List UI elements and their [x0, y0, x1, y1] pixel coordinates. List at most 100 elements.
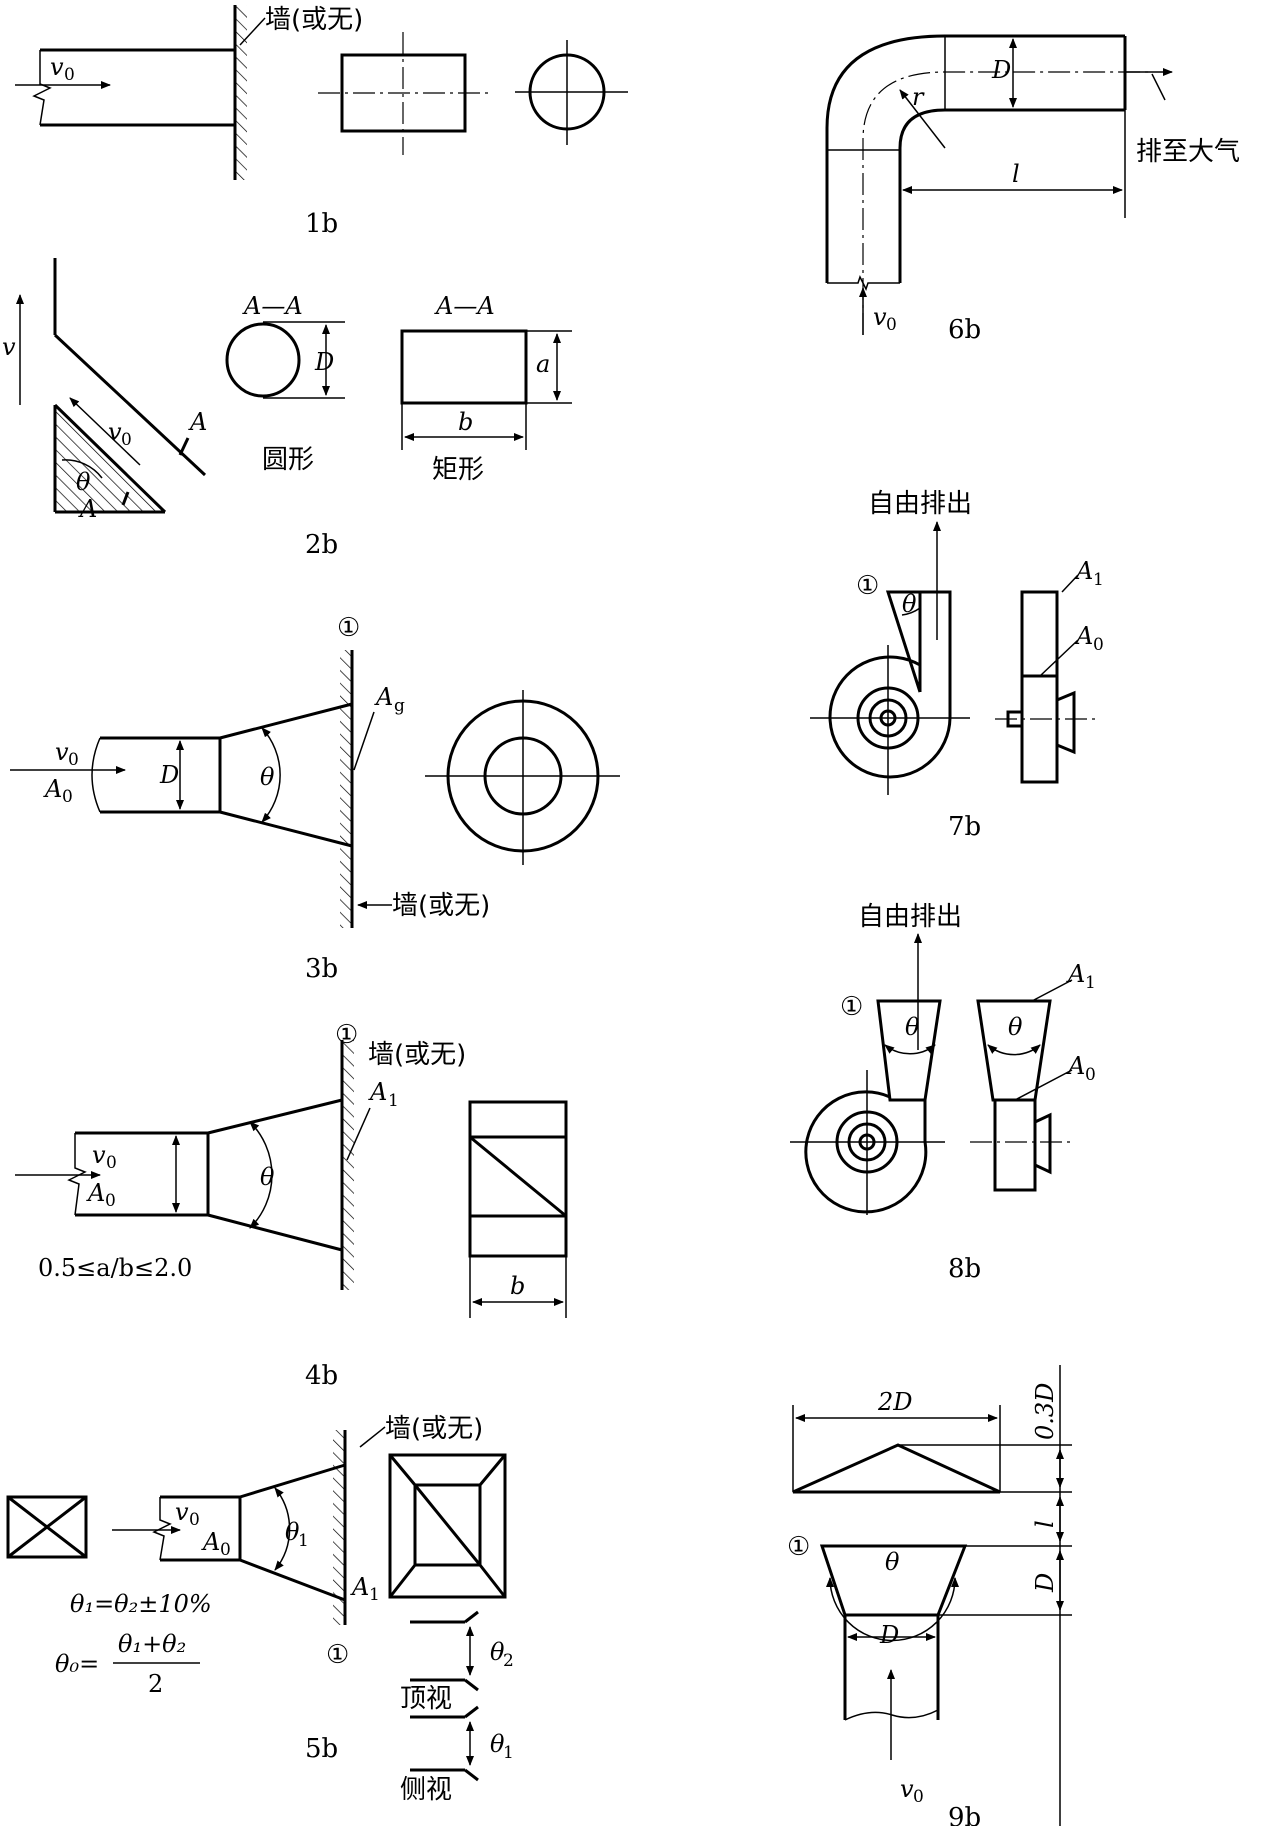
fig2b-round-label: 圆形 — [262, 445, 314, 475]
fig5b-v0-sub: 0 — [189, 1510, 200, 1530]
fig-4b: θ v 0 A 0 ① 墙(或无) A 1 0.5≤a/b≤2.0 b 4b — [15, 1020, 568, 1391]
fig7b-A1: A — [1074, 557, 1093, 585]
caption-7b: 7b — [948, 812, 981, 842]
fig5b-theta1: θ — [285, 1518, 300, 1546]
fig5b-A0: A — [201, 1528, 220, 1556]
fig9b-l: l — [1031, 1520, 1059, 1528]
fig5b-theta2: θ — [490, 1638, 505, 1666]
fig7b-free-exhaust-label: 自由排出 — [868, 489, 972, 519]
fig3b-Ag-sub: g — [394, 696, 405, 716]
fig3b-v0-sub: 0 — [68, 750, 79, 770]
fig9b-D-width: D — [879, 1621, 899, 1649]
fig3b-Ag: A — [374, 683, 393, 711]
caption-4b: 4b — [305, 1361, 338, 1391]
fig9b-point-1: ① — [787, 1532, 810, 1562]
fig2b-section-mark-a: A — [188, 408, 207, 436]
fig2b-theta: θ — [76, 468, 91, 496]
fig-8b: 自由排出 θ ① θ A 1 A 0 8b — [790, 902, 1096, 1284]
fig7b-A0-sub: 0 — [1093, 635, 1104, 655]
fig9b-v0-sub: 0 — [913, 1787, 924, 1807]
fig-5b: v 0 A 0 θ 1 墙(或无) A 1 ① θ₁=θ₂±10% θ₀= θ₁… — [6, 1414, 514, 1805]
fig9b-0.3D: 0.3D — [1031, 1383, 1059, 1440]
fig-2b: v v 0 θ A A A—A D 圆形 A—A a b 矩形 2b — [2, 258, 572, 560]
caption-3b: 3b — [305, 954, 338, 984]
fig4b-A1-sub: 1 — [388, 1091, 399, 1111]
fig7b-point-1: ① — [856, 571, 879, 601]
fig3b-theta: θ — [260, 763, 275, 791]
fig4b-A1: A — [368, 1078, 387, 1106]
fig7b-A1-sub: 1 — [1093, 570, 1104, 590]
fig8b-A1: A — [1066, 960, 1085, 988]
fig9b-2D: 2D — [877, 1388, 913, 1416]
fig4b-wall-label: 墙(或无) — [368, 1040, 466, 1070]
fig5b-theta1-side: θ — [490, 1730, 505, 1758]
fig5b-v0: v — [175, 1498, 189, 1526]
fig7b-theta: θ — [902, 590, 917, 618]
fig4b-point-1: ① — [335, 1020, 358, 1050]
fig6b-r: r — [912, 83, 925, 111]
fig2b-v0: v — [108, 418, 122, 446]
fig2b-rect-section-title: A—A — [434, 292, 495, 320]
fig4b-v0: v — [92, 1141, 106, 1169]
fig4b-A0-sub: 0 — [105, 1191, 116, 1211]
fig5b-theta1-sub: 1 — [298, 1531, 309, 1551]
fig5b-theta2-sub: 2 — [503, 1651, 514, 1671]
fig5b-top-view-label: 顶视 — [400, 1684, 452, 1714]
caption-6b: 6b — [948, 315, 981, 345]
fig4b-ab-ratio: 0.5≤a/b≤2.0 — [38, 1254, 192, 1282]
fig8b-free-exhaust-label: 自由排出 — [858, 902, 962, 932]
fig5b-theta0-lhs: θ₀= — [55, 1650, 99, 1678]
fig2b-rect-label: 矩形 — [432, 455, 484, 485]
fig6b-v0-sub: 0 — [886, 315, 897, 335]
fig5b-theta1-side-sub: 1 — [503, 1743, 514, 1763]
fig6b-to-atmosphere-label: 排至大气 — [1136, 137, 1240, 167]
fig3b-wall-label: 墙(或无) — [392, 891, 490, 921]
fig1b-v0: v — [50, 53, 64, 81]
fig9b-D-height: D — [1031, 1573, 1059, 1593]
fig2b-D: D — [314, 348, 334, 376]
fig1b-wall-label: 墙(或无) — [265, 5, 363, 35]
fig2b-v: v — [2, 333, 16, 361]
fig2b-section-mark-b: A — [78, 495, 97, 523]
fig5b-theta0-den: 2 — [148, 1670, 163, 1698]
fig5b-point-1: ① — [326, 1640, 349, 1670]
fig4b-A0: A — [86, 1179, 105, 1207]
fig9b-v0: v — [900, 1775, 914, 1803]
fig5b-rel-theta1: θ₁=θ₂±10% — [70, 1590, 212, 1618]
fig3b-point-1: ① — [337, 613, 360, 643]
fig5b-theta0-num: θ₁+θ₂ — [118, 1630, 186, 1658]
fig5b-A0-sub: 0 — [220, 1540, 231, 1560]
fig2b-round-section-title: A—A — [242, 292, 303, 320]
caption-1b: 1b — [305, 209, 338, 239]
fig2b-a: a — [536, 350, 550, 378]
fig5b-A1-sub: 1 — [369, 1585, 380, 1605]
caption-8b: 8b — [948, 1254, 981, 1284]
fig-9b: 2D 0.3D l D θ ① D v 0 9b — [787, 1365, 1072, 1826]
fig9b-theta: θ — [885, 1548, 900, 1576]
fig2b-b: b — [458, 408, 473, 436]
fig-6b: v 0 D r l 排至大气 6b — [825, 34, 1240, 345]
fig3b-v0: v — [55, 738, 69, 766]
fig8b-A0-sub: 0 — [1085, 1065, 1096, 1085]
fig5b-side-view-label: 侧视 — [400, 1775, 452, 1805]
fig1b-v0-sub: 0 — [64, 65, 75, 85]
fig8b-A0: A — [1066, 1052, 1085, 1080]
fig7b-A0: A — [1074, 622, 1093, 650]
fig2b-v0-sub: 0 — [121, 430, 132, 450]
fig8b-A1-sub: 1 — [1085, 973, 1096, 993]
fig8b-point-1: ① — [840, 992, 863, 1022]
caption-5b: 5b — [305, 1734, 338, 1764]
fig4b-b: b — [510, 1272, 525, 1300]
fig3b-A0-sub: 0 — [62, 787, 73, 807]
fig5b-A1: A — [350, 1573, 369, 1601]
fig6b-D: D — [991, 56, 1011, 84]
fig4b-v0-sub: 0 — [106, 1153, 117, 1173]
caption-2b: 2b — [305, 530, 338, 560]
fig-1b: v 0 墙(或无) 1b — [15, 5, 628, 239]
fig6b-l: l — [1012, 160, 1020, 188]
fig4b-theta: θ — [260, 1163, 275, 1191]
fig-7b: 自由排出 θ ① A 1 A 0 7b — [810, 489, 1104, 842]
fig8b-theta: θ — [905, 1013, 920, 1041]
fig8b-theta-side: θ — [1008, 1013, 1023, 1041]
